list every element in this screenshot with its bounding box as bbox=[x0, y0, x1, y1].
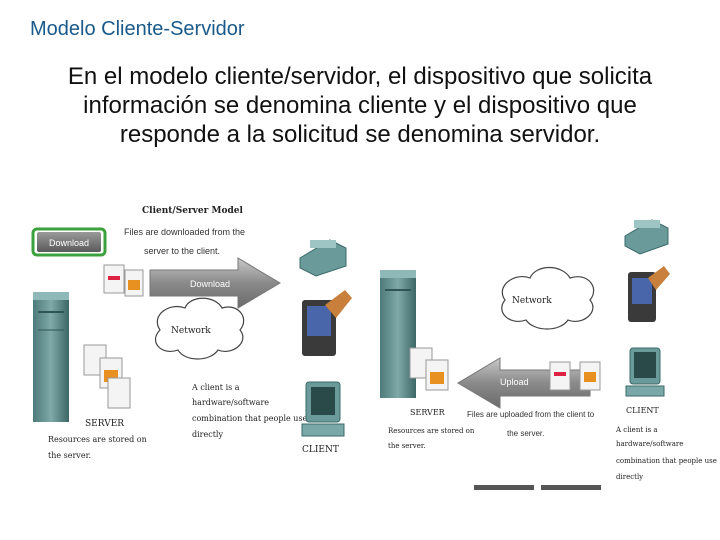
right-server-label: SERVER bbox=[410, 408, 446, 417]
download-arrow-label: Download bbox=[190, 279, 230, 289]
page-title: Modelo Cliente-Servidor bbox=[30, 18, 245, 40]
pda-icon bbox=[302, 290, 352, 356]
bottom-bar-2 bbox=[541, 485, 601, 490]
right-server-desc-2: the server. bbox=[388, 442, 426, 450]
right-client-desc-4: directly bbox=[616, 473, 643, 481]
upload-arrow-label: Upload bbox=[500, 377, 529, 387]
bottom-bar-1 bbox=[474, 485, 534, 490]
network-cloud-right: Network bbox=[501, 266, 595, 330]
server-files-right bbox=[409, 347, 449, 391]
download-arrow: Download bbox=[149, 257, 281, 309]
left-client-label: CLIENT bbox=[302, 445, 339, 455]
file-icon bbox=[103, 264, 144, 297]
network-label-right: Network bbox=[512, 296, 552, 306]
client-pc-right bbox=[625, 347, 665, 397]
right-caption-1: Files are uploaded from the client to bbox=[467, 410, 595, 419]
pda-icon-right bbox=[628, 266, 670, 322]
server-tower-left bbox=[33, 292, 69, 422]
left-server-desc-2: the server. bbox=[48, 451, 91, 460]
ip-phone-icon-right bbox=[624, 219, 669, 255]
right-client-desc-1: A client is a bbox=[615, 426, 658, 434]
ip-phone-icon bbox=[299, 239, 347, 277]
download-button-label: Download bbox=[49, 238, 89, 248]
left-client-desc-1: A client is a bbox=[191, 383, 240, 392]
left-caption-2: server to the client. bbox=[144, 246, 220, 256]
left-caption-1: Files are downloaded from the bbox=[124, 227, 245, 237]
client-files-right bbox=[549, 361, 601, 391]
left-heading: Client/Server Model bbox=[142, 206, 243, 216]
right-client-desc-2: hardware/software bbox=[616, 440, 683, 448]
server-tower-right bbox=[380, 270, 416, 398]
network-cloud-left: Network bbox=[154, 297, 245, 360]
right-server-desc-1: Resources are stored on bbox=[388, 427, 475, 435]
network-label-left: Network bbox=[171, 326, 211, 336]
left-server-desc-1: Resources are stored on bbox=[48, 435, 147, 444]
download-button[interactable]: Download bbox=[31, 227, 107, 257]
server-files-left bbox=[83, 344, 131, 409]
right-caption-2: the server. bbox=[507, 429, 544, 438]
left-client-desc-3: combination that people use bbox=[192, 414, 308, 423]
right-client-desc-3: combination that people use bbox=[616, 457, 717, 465]
left-client-desc-4: directly bbox=[192, 430, 223, 439]
description-text: En el modelo cliente/servidor, el dispos… bbox=[67, 63, 653, 148]
right-client-label: CLIENT bbox=[626, 406, 659, 415]
left-server-label: SERVER bbox=[85, 419, 124, 429]
client-pc-left bbox=[301, 381, 345, 437]
left-client-desc-2: hardware/software bbox=[192, 398, 269, 407]
